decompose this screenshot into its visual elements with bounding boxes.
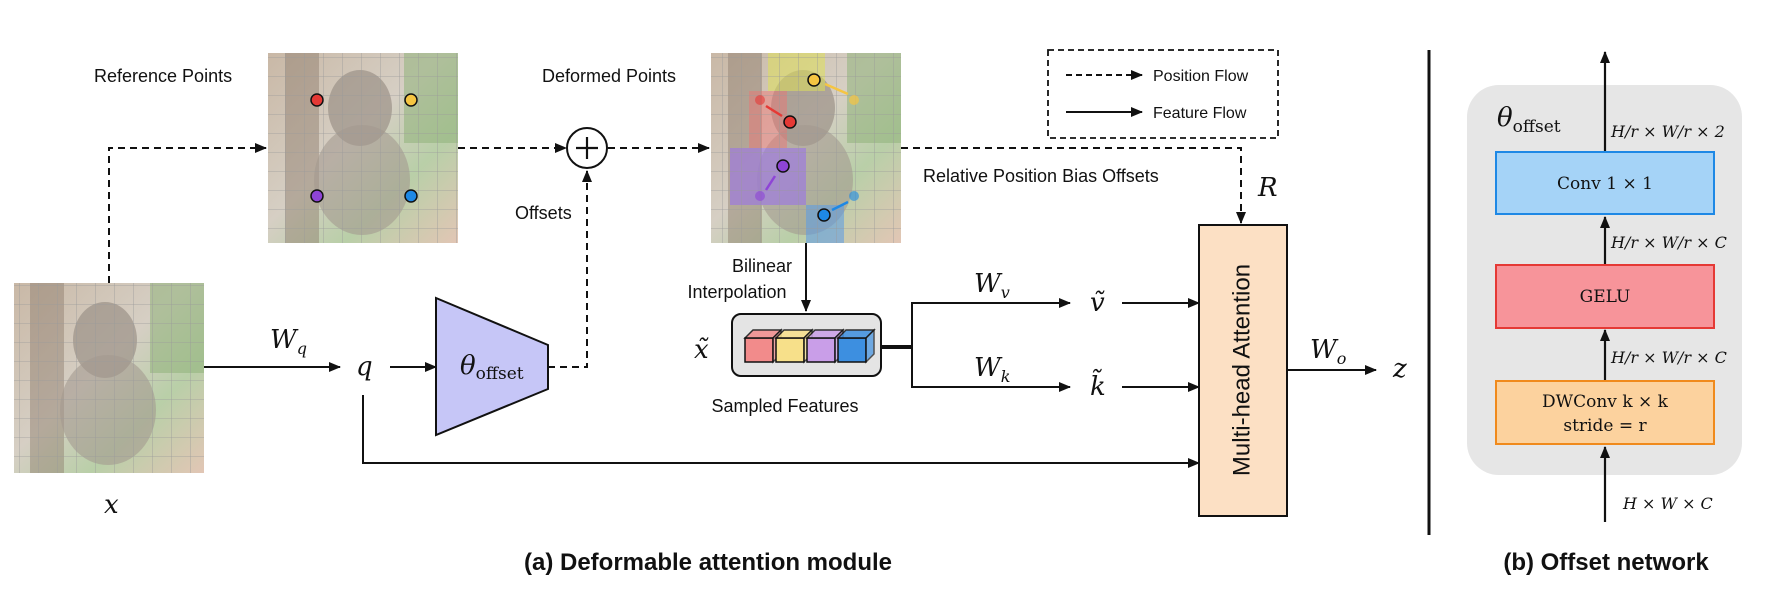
reference-point-red — [310, 93, 324, 107]
dwconv-label-line2: stride = r — [1563, 416, 1647, 436]
bilinear-label: Bilinear — [732, 256, 792, 276]
gelu-block — [1495, 264, 1715, 329]
conv-1x1-block — [1495, 151, 1715, 215]
sum-node — [566, 127, 608, 169]
math-x: x — [104, 490, 119, 520]
reference-point-yellow — [404, 93, 418, 107]
math-wq: W — [270, 325, 299, 355]
dwconv-block — [1495, 380, 1715, 445]
svg-text:θoffset: θoffset — [1497, 103, 1561, 137]
math-theta-sub: offset — [476, 364, 524, 384]
flow-sampled-to-v — [881, 298, 1071, 348]
offset-network-block — [435, 296, 549, 437]
math-theta: θ — [460, 351, 476, 381]
math-v-tilde: ṽ — [1090, 288, 1105, 318]
svg-text:Wv: Wv — [974, 269, 1010, 302]
deformed-points-image — [711, 53, 901, 243]
reference-points-image — [268, 53, 458, 243]
flow-bias-to-attention — [901, 147, 1246, 224]
multi-head-attention-block — [1198, 224, 1288, 517]
conv-1x1-label: Conv 1 × 1 — [1557, 174, 1653, 194]
sampled-features-label: Sampled Features — [711, 396, 858, 416]
dim-mid2: H/r × W/r × C — [1610, 348, 1727, 367]
math-q: q — [356, 352, 373, 382]
panel-b-theta: θ — [1497, 103, 1513, 133]
math-wv-sub: v — [1001, 283, 1010, 302]
panel-b-theta-sub: offset — [1513, 117, 1561, 137]
dwconv-label-line1: DWConv k × k — [1542, 392, 1669, 412]
math-wo-sub: o — [1337, 349, 1347, 368]
panel-b-caption: (b) Offset network — [1503, 549, 1709, 576]
flow-legend: Position Flow Feature Flow — [1047, 49, 1279, 139]
dim-top: H/r × W/r × 2 — [1610, 122, 1725, 141]
svg-text:Wq: Wq — [270, 325, 307, 358]
legend-feature-flow: Feature Flow — [1153, 105, 1247, 122]
input-image-x — [14, 283, 204, 473]
deformed-points-label: Deformed Points — [542, 66, 676, 86]
dim-input: H × W × C — [1622, 494, 1713, 513]
panel-a-caption: (a) Deformable attention module — [524, 549, 892, 576]
math-wo: W — [1310, 335, 1339, 365]
dim-mid1: H/r × W/r × C — [1610, 233, 1727, 252]
legend-position-flow: Position Flow — [1153, 68, 1249, 85]
relative-bias-label: Relative Position Bias Offsets — [923, 166, 1159, 186]
sampled-feature-cubes — [743, 328, 876, 364]
math-wq-sub: q — [297, 339, 307, 358]
math-r: R — [1257, 173, 1278, 203]
feature-cube — [836, 328, 876, 364]
gelu-label: GELU — [1580, 287, 1631, 307]
math-wk: W — [974, 353, 1003, 383]
multi-head-attention-label: Multi-head Attention — [1228, 264, 1255, 476]
interpolation-label: Interpolation — [687, 282, 786, 302]
deformed-point-purple — [776, 159, 790, 173]
math-wv: W — [974, 269, 1003, 299]
reference-point-blue — [404, 189, 418, 203]
offsets-label: Offsets — [515, 203, 572, 223]
flow-offset-to-plus — [548, 170, 592, 368]
flow-q-to-attention — [362, 395, 1200, 468]
math-wk-sub: k — [1001, 367, 1011, 386]
reference-points-label: Reference Points — [94, 66, 232, 86]
math-x-tilde: x̃ — [694, 335, 709, 365]
reference-point-purple — [310, 189, 324, 203]
deformed-point-yellow — [807, 73, 821, 87]
deformed-point-blue — [817, 208, 831, 222]
flow-x-to-reference — [108, 143, 267, 283]
svg-text:Wk: Wk — [974, 353, 1010, 386]
math-k-tilde: k̃ — [1090, 368, 1106, 402]
svg-text:Wo: Wo — [1310, 335, 1346, 368]
svg-text:θoffset: θoffset — [460, 351, 524, 384]
deformed-point-red — [783, 115, 797, 129]
math-z: z — [1392, 354, 1407, 384]
